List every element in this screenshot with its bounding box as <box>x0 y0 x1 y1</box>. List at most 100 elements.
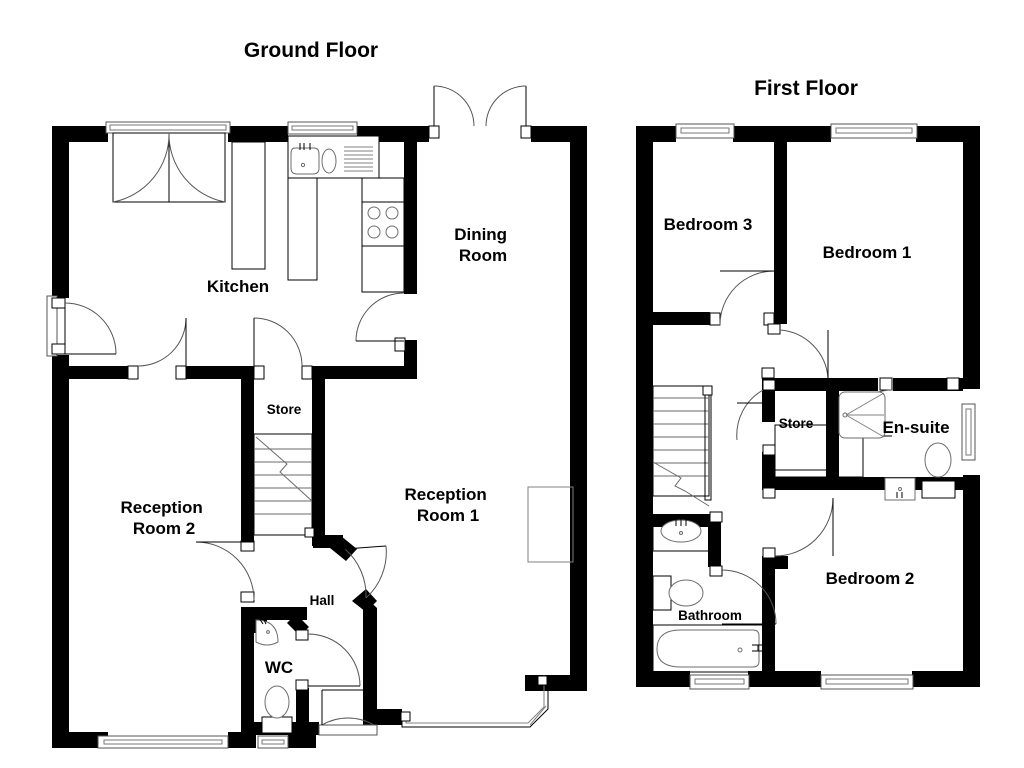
hob-ring-2 <box>385 206 399 220</box>
bathroom-bath-outline <box>652 624 765 673</box>
dining-door-jamb-right <box>520 125 532 139</box>
door-reception2[interactable] <box>195 540 255 603</box>
door-reception1[interactable] <box>344 545 387 599</box>
door-bath-jamb-b <box>709 511 723 523</box>
wall-left-lower <box>52 355 69 748</box>
window-kitchen-bar <box>291 125 354 131</box>
wc-basin-tap-b <box>262 617 267 625</box>
wall-top-a <box>52 126 108 142</box>
door-r1-swing <box>344 548 367 599</box>
french-door-bar <box>109 124 227 131</box>
first-floor-room-labels: Bedroom 3 Bedroom 1 Store En-suite Bedro… <box>664 215 950 623</box>
wc-door-swing <box>307 633 361 687</box>
french-door-leaf-right <box>168 132 226 203</box>
door-d2h-swing <box>253 317 303 367</box>
front-door-swing <box>321 717 375 726</box>
wall-bottom-b <box>228 732 256 748</box>
front-door[interactable] <box>318 689 378 736</box>
kitchen-unit-tall <box>287 177 318 281</box>
bay-outline-outer <box>401 675 549 728</box>
door-bedroom1[interactable] <box>761 323 829 379</box>
wall-bottom-e <box>525 675 587 691</box>
label-reception-room-1: Reception Room 1 <box>405 485 492 525</box>
wc-basin-plug <box>266 630 270 634</box>
stair-f-newel <box>702 385 713 396</box>
ensuite-basin-plug <box>898 487 902 491</box>
dining-door-jamb-left <box>428 125 440 139</box>
first-floor-plan <box>636 123 980 690</box>
door-bathroom[interactable] <box>709 511 777 625</box>
wc-door[interactable] <box>295 629 361 691</box>
door-bed1-jamb-b <box>761 367 775 379</box>
ensuite-toilet-cistern <box>921 480 956 499</box>
first-exterior-walls <box>636 126 980 687</box>
back-door-frame <box>46 295 58 357</box>
wall-bottom-a <box>52 732 108 748</box>
kitchen-fixtures <box>231 135 405 293</box>
window-bedroom1 <box>830 123 918 139</box>
wall-f-right-lower <box>963 475 980 687</box>
door-store-jamb-a <box>762 379 776 391</box>
label-store-ground: Store <box>267 402 302 417</box>
label-dining-room-line1: Dining <box>454 225 507 244</box>
bathroom-bath-plug <box>737 647 743 653</box>
kitchen-sink-bowl <box>290 147 320 175</box>
label-reception-room-2: Reception Room 2 <box>121 498 208 538</box>
door-kitchen-to-hall[interactable] <box>127 317 187 380</box>
kitchen-draining-board <box>344 146 373 172</box>
bathroom-basin-plug <box>679 531 683 535</box>
door-ensuite-jamb-a <box>879 377 893 391</box>
back-door-kitchen-left[interactable] <box>46 295 117 357</box>
wall-f-left <box>636 126 653 687</box>
wall-f-bot-b <box>748 671 821 687</box>
bay-mullion <box>529 705 547 726</box>
ensuite-toilet <box>921 442 956 499</box>
shower-spray-c <box>845 414 885 438</box>
door-bath-swing <box>721 569 777 625</box>
bathroom-bath-tub <box>656 629 760 668</box>
wall-right-upper <box>570 126 587 376</box>
door-dining-jamb <box>394 337 406 352</box>
label-dining-room-line2: Room <box>459 246 507 265</box>
window-bed1-bar <box>835 127 913 134</box>
kitchen-unit-right-b <box>361 245 405 293</box>
wall-kitchen-under-b <box>186 366 254 379</box>
wall-top-b <box>228 126 288 142</box>
bathroom-basin-counter <box>652 515 710 552</box>
double-doors-dining-rear[interactable] <box>428 85 532 139</box>
wall-bottom-d <box>372 709 402 725</box>
door-bed2-swing <box>774 497 834 557</box>
door-store-jamb-b <box>762 444 776 456</box>
back-door-swing <box>64 302 117 355</box>
wc-fixtures <box>255 617 293 734</box>
label-reception-room-1-line1: Reception <box>405 485 487 504</box>
door-bed3-swing <box>719 270 775 326</box>
label-reception-room-2-line2: Room 2 <box>133 519 195 538</box>
stair-f-treads <box>653 397 709 477</box>
door-d2h-jamb-a <box>253 365 265 380</box>
airing-cupboard-box <box>774 424 864 478</box>
window-wc-front <box>257 735 289 749</box>
stair-f-break-line <box>652 461 710 507</box>
shower-spray-a <box>845 392 885 416</box>
door-dining-to-hall[interactable] <box>253 317 313 380</box>
wc-door-jamb-b <box>295 679 309 691</box>
label-store-first: Store <box>779 416 814 431</box>
label-hall: Hall <box>310 593 335 608</box>
dining-door-swing-right <box>485 85 527 127</box>
wall-wc-left <box>241 607 254 735</box>
door-k2h-jamb-b <box>175 365 187 380</box>
window-bed2-bar <box>825 678 909 685</box>
label-wc: WC <box>265 658 293 677</box>
hob-ring-1 <box>367 206 381 220</box>
staircase-up <box>253 433 315 538</box>
door-dining-room[interactable] <box>355 292 406 352</box>
french-doors-kitchen-rear[interactable] <box>105 121 231 203</box>
bay-window-reception1 <box>400 675 549 728</box>
wall-kitchen-under-a <box>52 366 128 379</box>
fireplace-outline <box>527 486 574 563</box>
bathroom-toilet <box>652 575 704 611</box>
door-bedroom2[interactable] <box>762 487 834 559</box>
kitchen-sink-bowl-small <box>321 148 337 174</box>
